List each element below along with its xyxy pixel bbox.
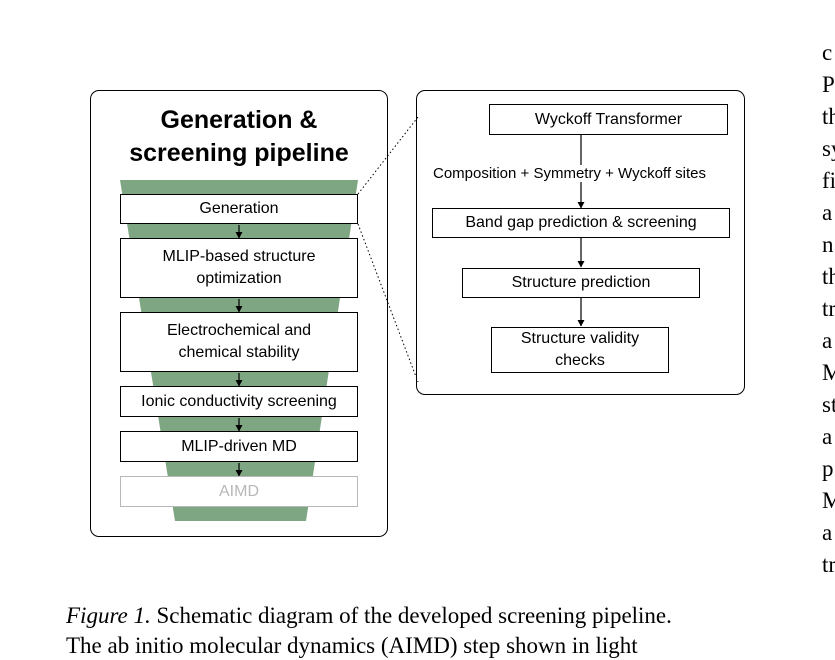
pipeline-title-line2: screening pipeline: [129, 139, 349, 167]
validity-line2: checks: [555, 352, 605, 369]
side-text-fragment: a: [822, 520, 833, 545]
figure-caption-line2: The ab initio molecular dynamics (AIMD) …: [66, 633, 638, 658]
step-mlip-optimization: MLIP-based structure optimization: [120, 238, 358, 298]
validity-checks-box: Structure validity checks: [491, 327, 669, 373]
figure-caption-label: Figure 1.: [66, 603, 151, 628]
step-ionic-label: Ionic conductivity screening: [141, 392, 337, 410]
validity-line1: Structure validity: [520, 330, 640, 347]
side-text-fragment: tr: [822, 552, 835, 577]
band-gap-box: Band gap prediction & screening: [432, 208, 730, 238]
step-stability: Electrochemical and chemical stability: [120, 312, 358, 372]
wyckoff-transformer-box: Wyckoff Transformer: [489, 104, 728, 135]
structure-prediction-box: Structure prediction: [462, 268, 700, 298]
step-mlip-md: MLIP-driven MD: [120, 431, 358, 462]
figure-caption: Figure 1. Schematic diagram of the devel…: [66, 602, 672, 630]
pipeline-title: Generation & screening pipeline: [90, 104, 388, 170]
figure-caption-text: Schematic diagram of the developed scree…: [150, 603, 672, 628]
step-aimd-label: AIMD: [219, 482, 259, 500]
side-text-fragment: tr: [822, 296, 835, 321]
side-text-fragment: sy: [822, 136, 835, 161]
side-text-fragment: a: [822, 424, 833, 449]
step-mlip-line2: optimization: [196, 270, 282, 287]
step-stability-line1: Electrochemical and: [166, 322, 312, 339]
side-text-fragment: P: [822, 72, 835, 97]
side-text-fragment: M: [822, 360, 835, 385]
composition-edge-label: Composition + Symmetry + Wyckoff sites: [431, 165, 709, 182]
side-text-fragment: st: [822, 392, 835, 417]
side-text-fragment: th: [822, 264, 835, 289]
side-text-fragment: a: [822, 328, 833, 353]
step-aimd: AIMD: [120, 476, 358, 507]
side-text-fragment: n: [822, 232, 834, 257]
side-text-fragment: th: [822, 104, 835, 129]
side-text-column: cPthsyfianthtraMstapMatr: [822, 37, 835, 581]
step-generation-label: Generation: [199, 200, 279, 217]
side-text-fragment: fi: [822, 168, 835, 193]
side-text-fragment: M: [822, 488, 835, 513]
wyckoff-transformer-label: Wyckoff Transformer: [534, 110, 683, 128]
step-mlip-line1: MLIP-based structure: [162, 248, 316, 265]
step-ionic-conductivity: Ionic conductivity screening: [120, 386, 358, 417]
side-text-fragment: a: [822, 200, 833, 225]
pipeline-title-line1: Generation &: [160, 106, 318, 134]
step-md-label: MLIP-driven MD: [181, 437, 297, 455]
side-text-fragment: c: [822, 40, 833, 65]
band-gap-label: Band gap prediction & screening: [465, 214, 697, 231]
step-stability-line2: chemical stability: [178, 344, 300, 361]
step-generation: Generation: [120, 194, 358, 224]
structure-prediction-label: Structure prediction: [511, 274, 651, 291]
side-text-fragment: p: [822, 456, 834, 481]
